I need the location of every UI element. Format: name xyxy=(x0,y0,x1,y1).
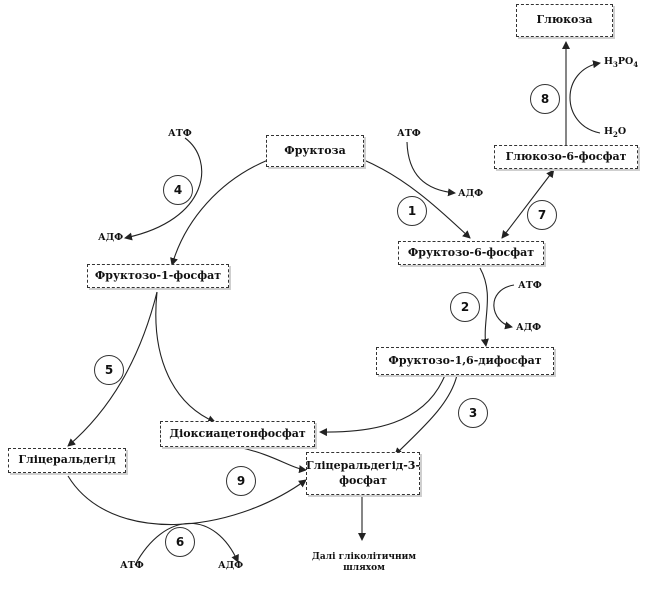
label-h3po4: H3PO4 xyxy=(604,56,639,69)
step-8: 8 xyxy=(530,84,560,114)
step-3: 3 xyxy=(458,398,488,428)
node-fructose-1-6-diphosphate: Фруктозо-1,6-дифосфат xyxy=(376,347,554,375)
arrow-f16dp-to-dhap xyxy=(319,374,446,437)
label-h2o: H2O xyxy=(604,126,627,139)
label-atp-step1: АТФ xyxy=(397,128,421,139)
node-fructose-6-phosphate: Фруктозо-6-фосфат xyxy=(398,241,544,265)
arrow-g6p-f6p xyxy=(501,169,555,239)
node-glucose: Глюкоза xyxy=(516,4,613,37)
arrow-atp-adp-step1 xyxy=(406,141,456,197)
label-atp-step4: АТФ xyxy=(168,128,192,139)
step-7: 7 xyxy=(527,200,557,230)
arrow-atp-adp-step2 xyxy=(493,284,515,330)
arrow-h2o-h3po4-step8 xyxy=(569,60,601,134)
label-adp-step6: АДФ xyxy=(218,560,244,571)
arrow-fructose-to-f6p xyxy=(363,159,471,239)
node-fructose: Фруктоза xyxy=(266,135,364,167)
arrow-fructose-to-f1p xyxy=(170,159,269,266)
arrow-f1p-to-dhap xyxy=(155,291,216,423)
step-9: 9 xyxy=(226,466,256,496)
arrow-dhap-to-g3p xyxy=(237,446,307,474)
node-fructose-1-phosphate: Фруктозо-1-фосфат xyxy=(87,264,229,288)
node-glyceraldehyde-3-phosphate: Гліцеральдегід-3-фосфат xyxy=(306,452,420,495)
node-glucose-6-phosphate: Глюкозо-6-фосфат xyxy=(494,145,638,169)
step-5: 5 xyxy=(94,355,124,385)
arrow-f1p-to-glyceraldehyde xyxy=(67,291,158,447)
node-dihydroxyacetone-phosphate: Діоксиацетонфосфат xyxy=(160,421,315,447)
node-glyceraldehyde: Гліцеральдегід xyxy=(8,448,126,473)
label-adp-step4: АДФ xyxy=(98,232,124,243)
arrow-f16dp-to-g3p xyxy=(394,374,458,456)
bottom-note: Далі гліколітичним шляхом xyxy=(311,552,417,574)
arrow-atp-adp-step4 xyxy=(124,137,203,241)
arrow-f6p-to-f16dp xyxy=(479,267,489,347)
arrow-glyceraldehyde-to-g3p xyxy=(67,475,307,526)
step-6: 6 xyxy=(165,527,195,557)
label-adp-step2: АДФ xyxy=(516,322,542,333)
step-4: 4 xyxy=(163,175,193,205)
label-atp-step2: АТФ xyxy=(518,280,542,291)
step-1: 1 xyxy=(397,196,427,226)
step-2: 2 xyxy=(450,292,480,322)
arrow-atp-adp-step6 xyxy=(134,522,239,566)
label-adp-step1: АДФ xyxy=(458,188,484,199)
label-atp-step6: АТФ xyxy=(120,560,144,571)
